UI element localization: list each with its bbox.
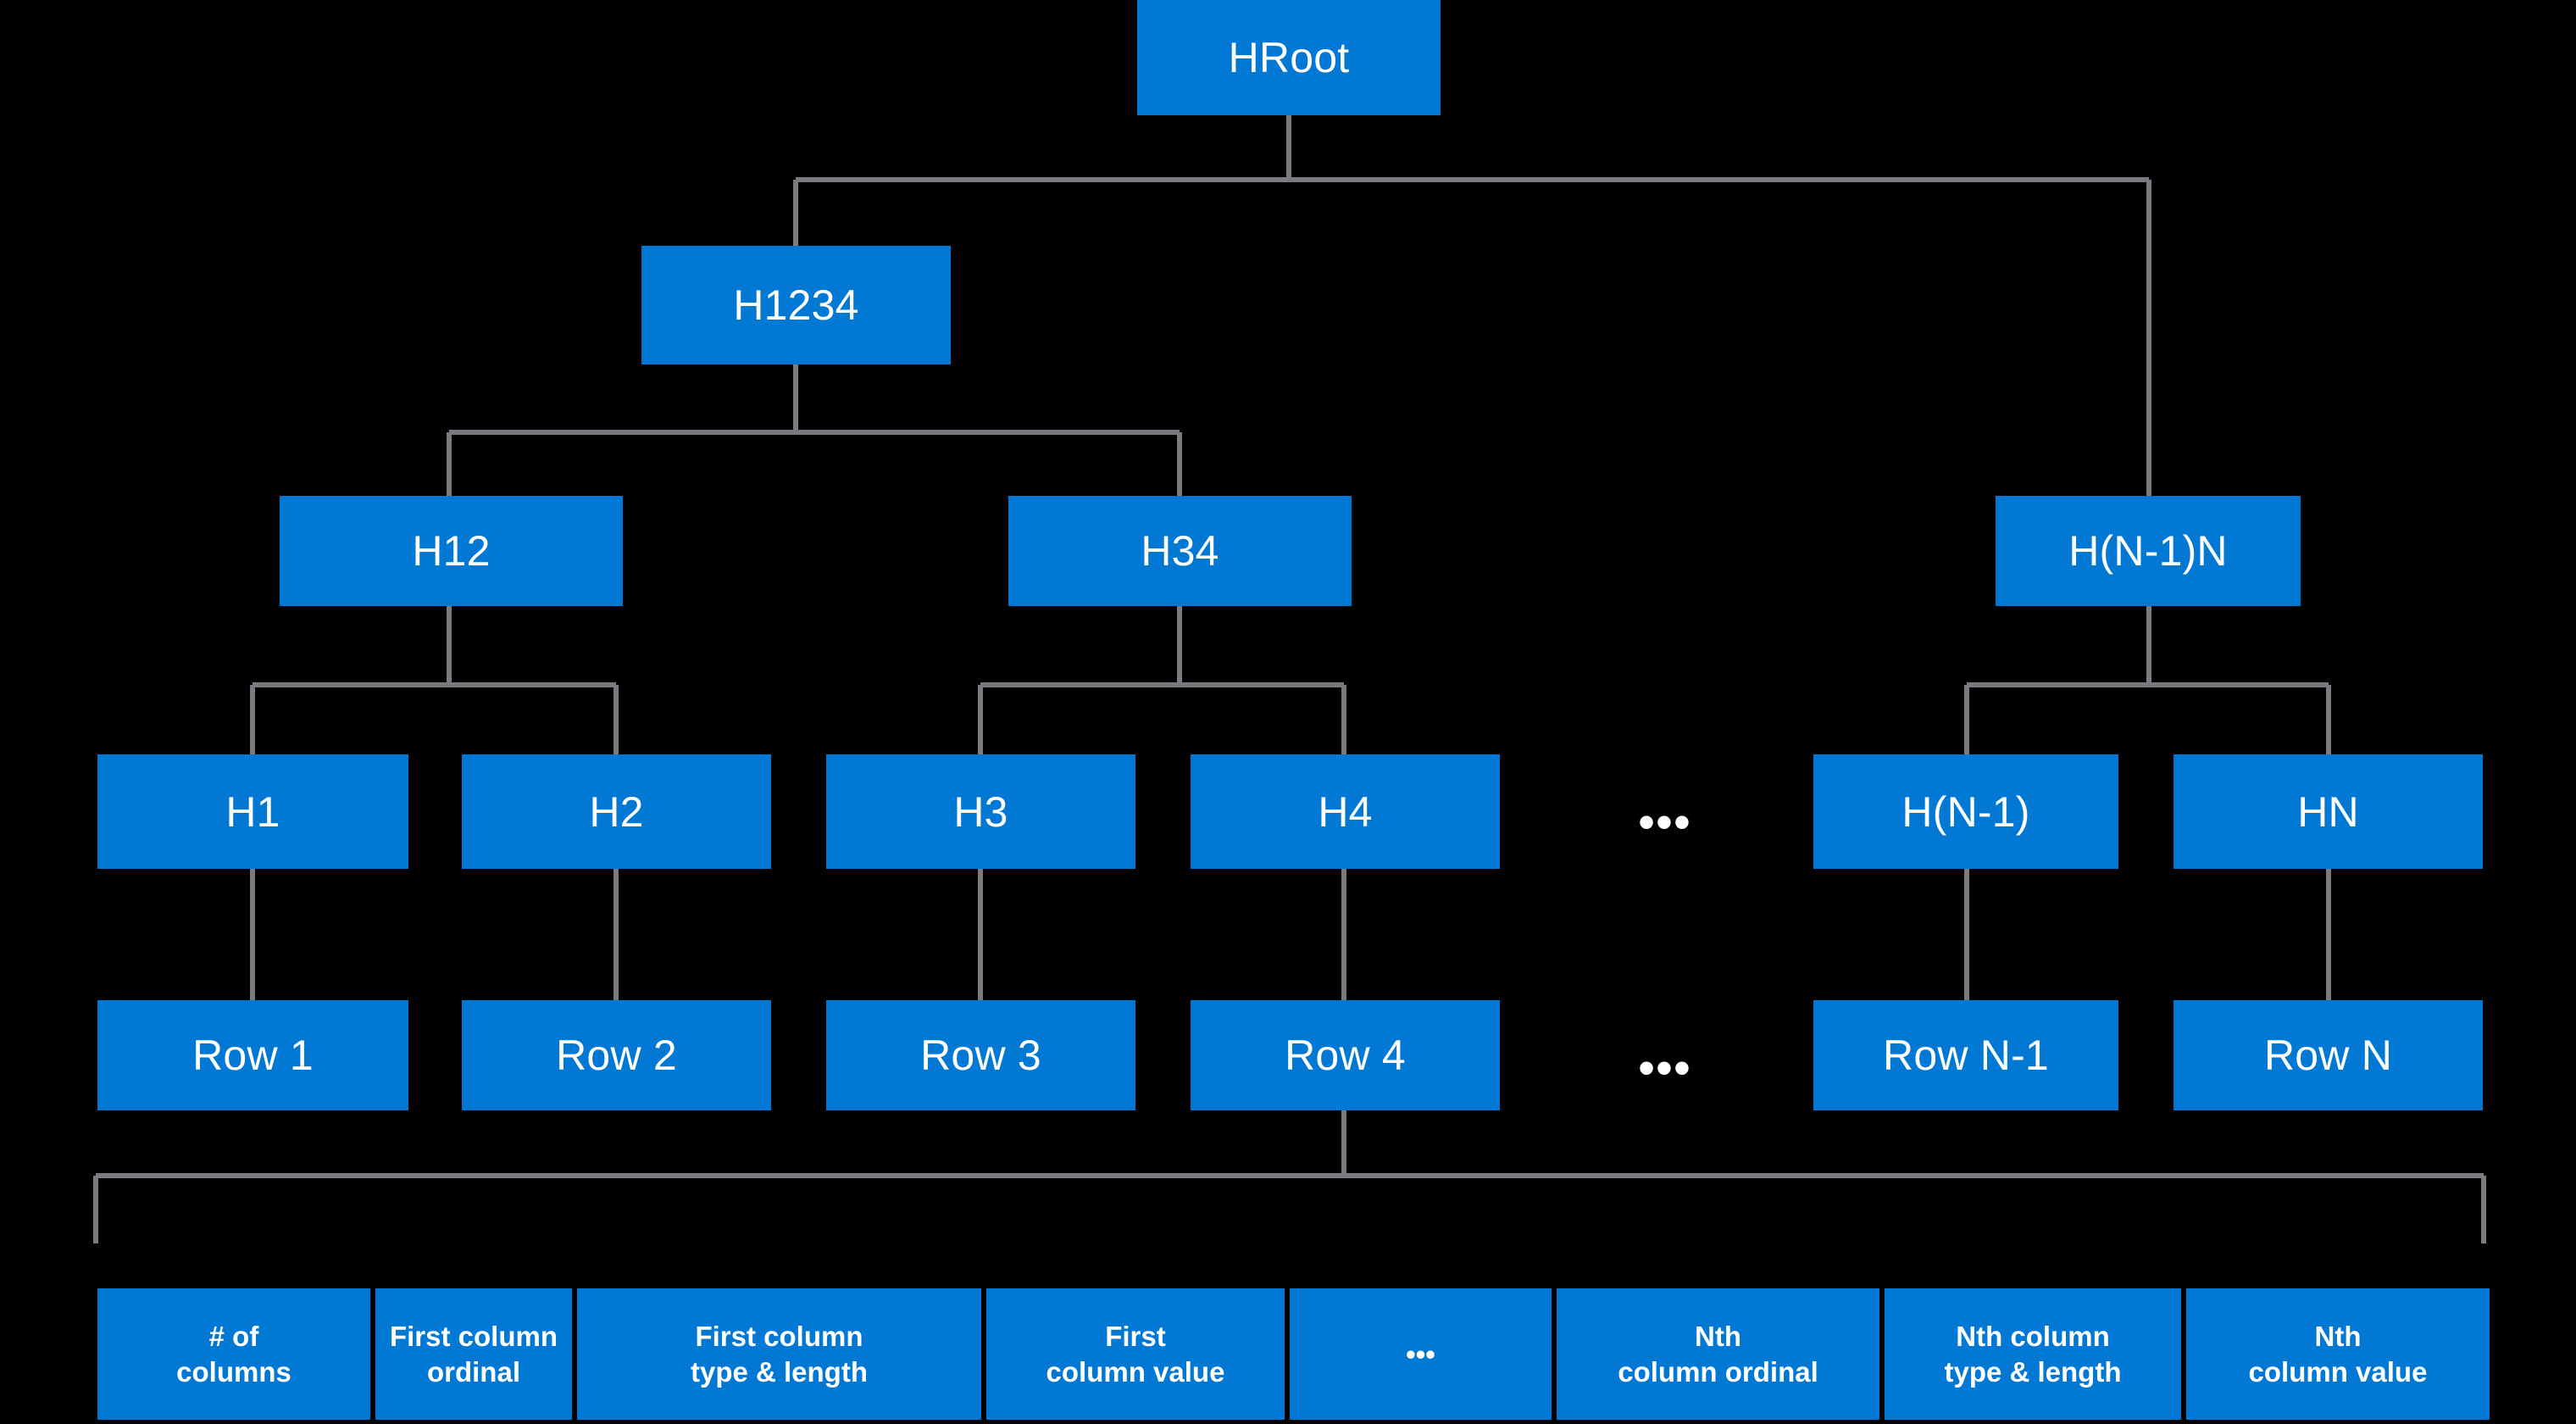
node-hroot[interactable]: HRoot bbox=[1137, 0, 1441, 115]
node-row-3-label: Row 3 bbox=[920, 1032, 1041, 1079]
node-hn-label: HN bbox=[2297, 787, 2359, 836]
node-row-n-label: Row N bbox=[2263, 1032, 2393, 1079]
row-layout-cell-first-column-ordinal[interactable]: First column ordinal bbox=[375, 1288, 572, 1420]
node-h1234-label: H1234 bbox=[733, 281, 859, 329]
node-h4[interactable]: H4 bbox=[1191, 754, 1500, 869]
row-layout-cell-nth-column-ordinal[interactable]: Nth column ordinal bbox=[1557, 1288, 1879, 1420]
node-row-4[interactable]: Row 4 bbox=[1191, 1000, 1500, 1110]
node-row-3[interactable]: Row 3 bbox=[826, 1000, 1135, 1110]
node-h1-label: H1 bbox=[225, 787, 280, 836]
node-hroot-label: HRoot bbox=[1228, 34, 1350, 81]
node-h34[interactable]: H34 bbox=[1008, 496, 1352, 606]
node-h1[interactable]: H1 bbox=[97, 754, 408, 869]
node-row-2[interactable]: Row 2 bbox=[462, 1000, 771, 1110]
row-layout-cell-column-count[interactable]: # of columns bbox=[97, 1288, 370, 1420]
node-hn1-label: H(N-1) bbox=[1901, 787, 2030, 836]
node-row-1[interactable]: Row 1 bbox=[97, 1000, 408, 1110]
row-layout-cell-nth-column-type-length[interactable]: Nth column type & length bbox=[1885, 1288, 2181, 1420]
node-hn[interactable]: HN bbox=[2174, 754, 2483, 869]
row-layout-cell-first-column-type-length[interactable]: First column type & length bbox=[577, 1288, 981, 1420]
node-h12[interactable]: H12 bbox=[280, 496, 623, 606]
node-h4-label: H4 bbox=[1318, 787, 1373, 836]
node-h34-label: H34 bbox=[1141, 527, 1219, 575]
row-layout-cell-first-column-value[interactable]: First column value bbox=[986, 1288, 1285, 1420]
node-hn1n[interactable]: H(N-1)N bbox=[1996, 496, 2301, 606]
node-row-1-label: Row 1 bbox=[192, 1032, 314, 1079]
node-hn1n-label: H(N-1)N bbox=[2068, 527, 2228, 575]
node-h2-label: H2 bbox=[589, 787, 644, 836]
node-h12-label: H12 bbox=[412, 527, 491, 575]
node-row-2-label: Row 2 bbox=[556, 1032, 677, 1079]
node-row-n-1[interactable]: Row N-1 bbox=[1813, 1000, 2118, 1110]
node-h3[interactable]: H3 bbox=[826, 754, 1135, 869]
node-hn1[interactable]: H(N-1) bbox=[1813, 754, 2118, 869]
node-row-4-label: Row 4 bbox=[1285, 1032, 1406, 1079]
row-layout-cell-ellipsis[interactable]: ••• bbox=[1290, 1288, 1552, 1420]
node-h1234[interactable]: H1234 bbox=[641, 246, 951, 364]
node-row-n-1-label: Row N-1 bbox=[1883, 1032, 2049, 1079]
hash-row-ellipsis: ••• bbox=[1638, 797, 1692, 848]
node-h2[interactable]: H2 bbox=[462, 754, 771, 869]
node-h3-label: H3 bbox=[953, 787, 1008, 836]
node-row-n[interactable]: Row N bbox=[2174, 1000, 2483, 1110]
row-row-ellipsis: ••• bbox=[1638, 1043, 1692, 1093]
row-layout-cell-nth-column-value[interactable]: Nth column value bbox=[2186, 1288, 2490, 1420]
